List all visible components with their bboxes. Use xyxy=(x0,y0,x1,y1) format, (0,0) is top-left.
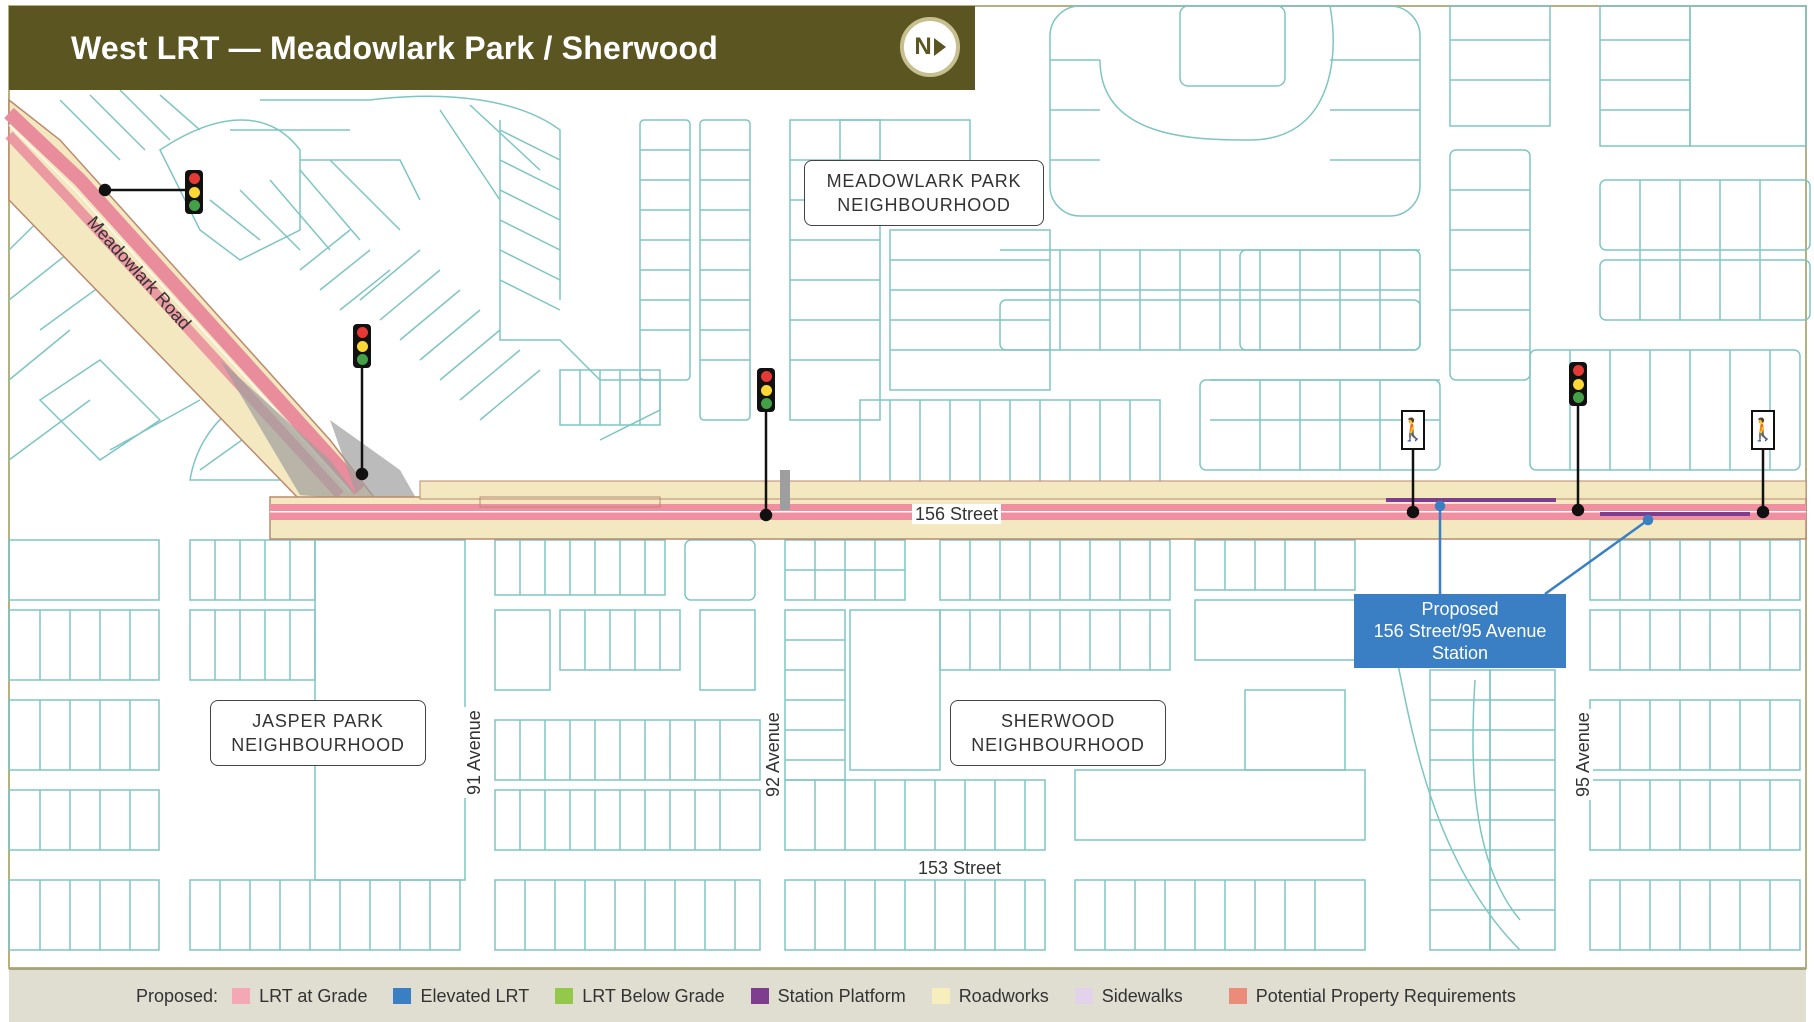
legend-item-lrt-at-grade: LRT at Grade xyxy=(232,986,367,1007)
station-line-3: Station xyxy=(1431,643,1489,663)
legend-swatch xyxy=(1074,988,1093,1004)
north-arrow-icon: N xyxy=(900,17,960,77)
traffic-signal-icon xyxy=(1569,362,1587,406)
legend-swatch xyxy=(393,988,412,1004)
meadowlark-road-corridor xyxy=(4,98,420,506)
traffic-signal-icon xyxy=(757,368,775,412)
property-lots xyxy=(8,5,1811,951)
legend-swatch xyxy=(232,988,251,1004)
legend-item-roadworks: Roadworks xyxy=(931,986,1049,1007)
station-line-2: 156 Street/95 Avenue xyxy=(1373,621,1547,641)
legend-prefix: Proposed: xyxy=(136,985,219,1006)
pedestrian-crossing-icon: 🚶 xyxy=(1749,410,1777,450)
traffic-signal-icon xyxy=(185,170,203,214)
156-street-corridor xyxy=(269,470,1807,540)
jasper-park-neighbourhood-label: JASPER PARK NEIGHBOURHOOD xyxy=(210,700,426,766)
92-avenue-label: 92 Avenue xyxy=(763,709,783,800)
meadowlark-park-neighbourhood-label: MEADOWLARK PARK NEIGHBOURHOOD xyxy=(804,160,1044,226)
legend-swatch xyxy=(555,988,574,1004)
legend-item-station-platform: Station Platform xyxy=(750,986,906,1007)
153-street-label: 153 Street xyxy=(915,858,1005,878)
legend-item-lrt-below-grade: LRT Below Grade xyxy=(555,986,725,1007)
91-avenue-label: 91 Avenue xyxy=(464,707,484,798)
legend-swatch xyxy=(1228,988,1247,1004)
sherwood-neighbourhood-label: SHERWOOD NEIGHBOURHOOD xyxy=(950,700,1166,766)
pedestrian-crossing-icon: 🚶 xyxy=(1399,410,1427,450)
legend-item-elevated-lrt: Elevated LRT xyxy=(393,986,529,1007)
map-title: West LRT — Meadowlark Park / Sherwood xyxy=(71,29,718,66)
legend-swatch xyxy=(931,988,950,1004)
95-avenue-label: 95 Avenue xyxy=(1573,709,1593,800)
156-street-label: 156 Street xyxy=(912,504,1002,524)
station-line-1: Proposed xyxy=(1421,599,1499,619)
legend-item-sidewalks: Sidewalks xyxy=(1074,986,1183,1007)
north-label: N xyxy=(914,33,932,60)
traffic-signal-icon xyxy=(353,324,371,368)
legend-swatch xyxy=(750,988,769,1004)
proposed-station-callout[interactable]: Proposed 156 Street/95 Avenue Station xyxy=(1354,594,1566,668)
map-title-bar: West LRT — Meadowlark Park / Sherwood xyxy=(9,6,975,90)
map-legend: Proposed: LRT at Grade Elevated LRT LRT … xyxy=(9,968,1806,1022)
legend-item-potential-property: Potential Property Requirements xyxy=(1228,986,1516,1007)
